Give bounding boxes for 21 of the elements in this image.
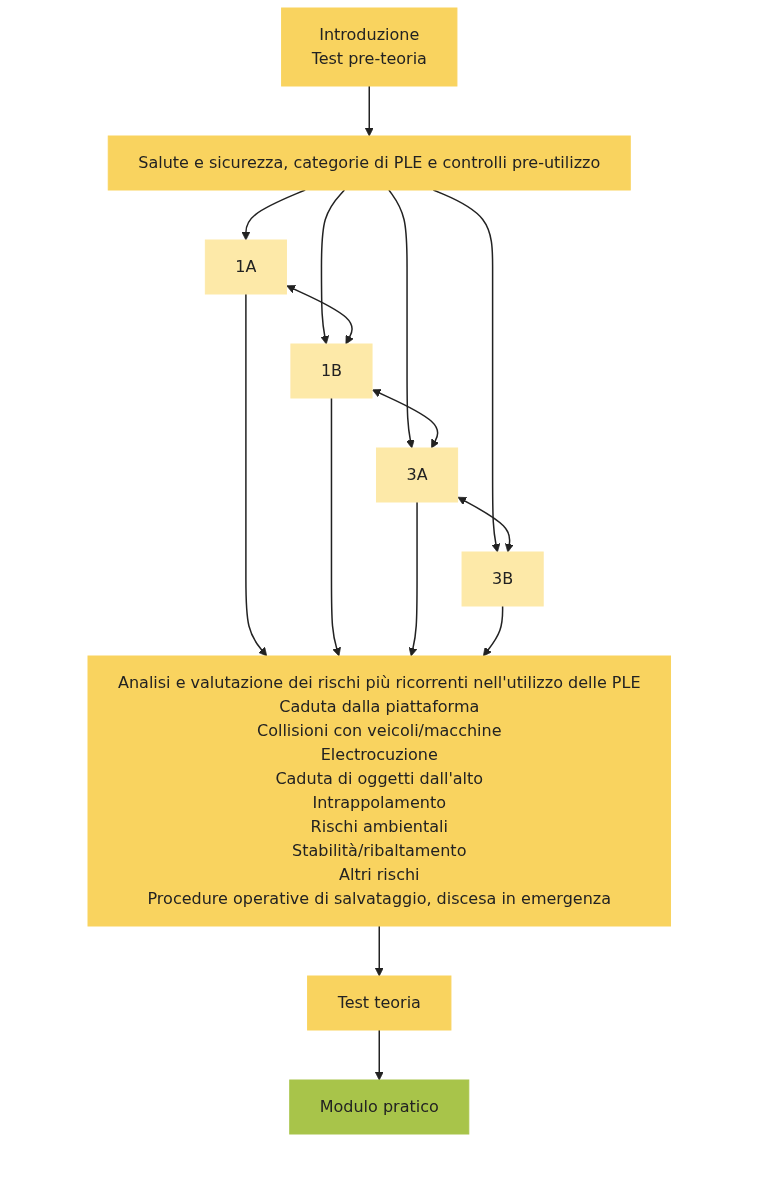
- arrow: [286, 285, 354, 345]
- arrow: [457, 496, 514, 553]
- node-box: Salute e sicurezza, categorie di PLE e controlli pre-utilizzo: [108, 135, 631, 191]
- node-box: 1A: [205, 239, 288, 295]
- arrow: [375, 925, 384, 977]
- arrow: [372, 389, 440, 449]
- node-box: Introduzione Test pre-teoria: [281, 7, 458, 87]
- arrow: [375, 1029, 384, 1081]
- arrow: [320, 189, 346, 345]
- arrow: [388, 189, 415, 449]
- arrow: [483, 605, 504, 657]
- arrow: [245, 293, 268, 657]
- node-box: Analisi e valutazione dei rischi più ricorrenti nell'utilizzo delle PLE Caduta dalla piattaforma Collisioni con veicoli/macchine Electrocuzione Caduta di oggetti dall'alto Intrappolamento Rischi ambientali Stabilità/ribaltamento Altri rischi Procedure operative di salvataggio, discesa in emergenza: [87, 655, 672, 927]
- node-box: Modulo pratico: [289, 1079, 470, 1135]
- arrow: [408, 501, 419, 657]
- node-box: 1B: [290, 343, 373, 399]
- arrow: [330, 397, 342, 657]
- arrow: [365, 85, 374, 137]
- node-box: Test teoria: [307, 975, 452, 1031]
- node-box: 3A: [376, 447, 459, 503]
- node-box: 3B: [461, 551, 544, 607]
